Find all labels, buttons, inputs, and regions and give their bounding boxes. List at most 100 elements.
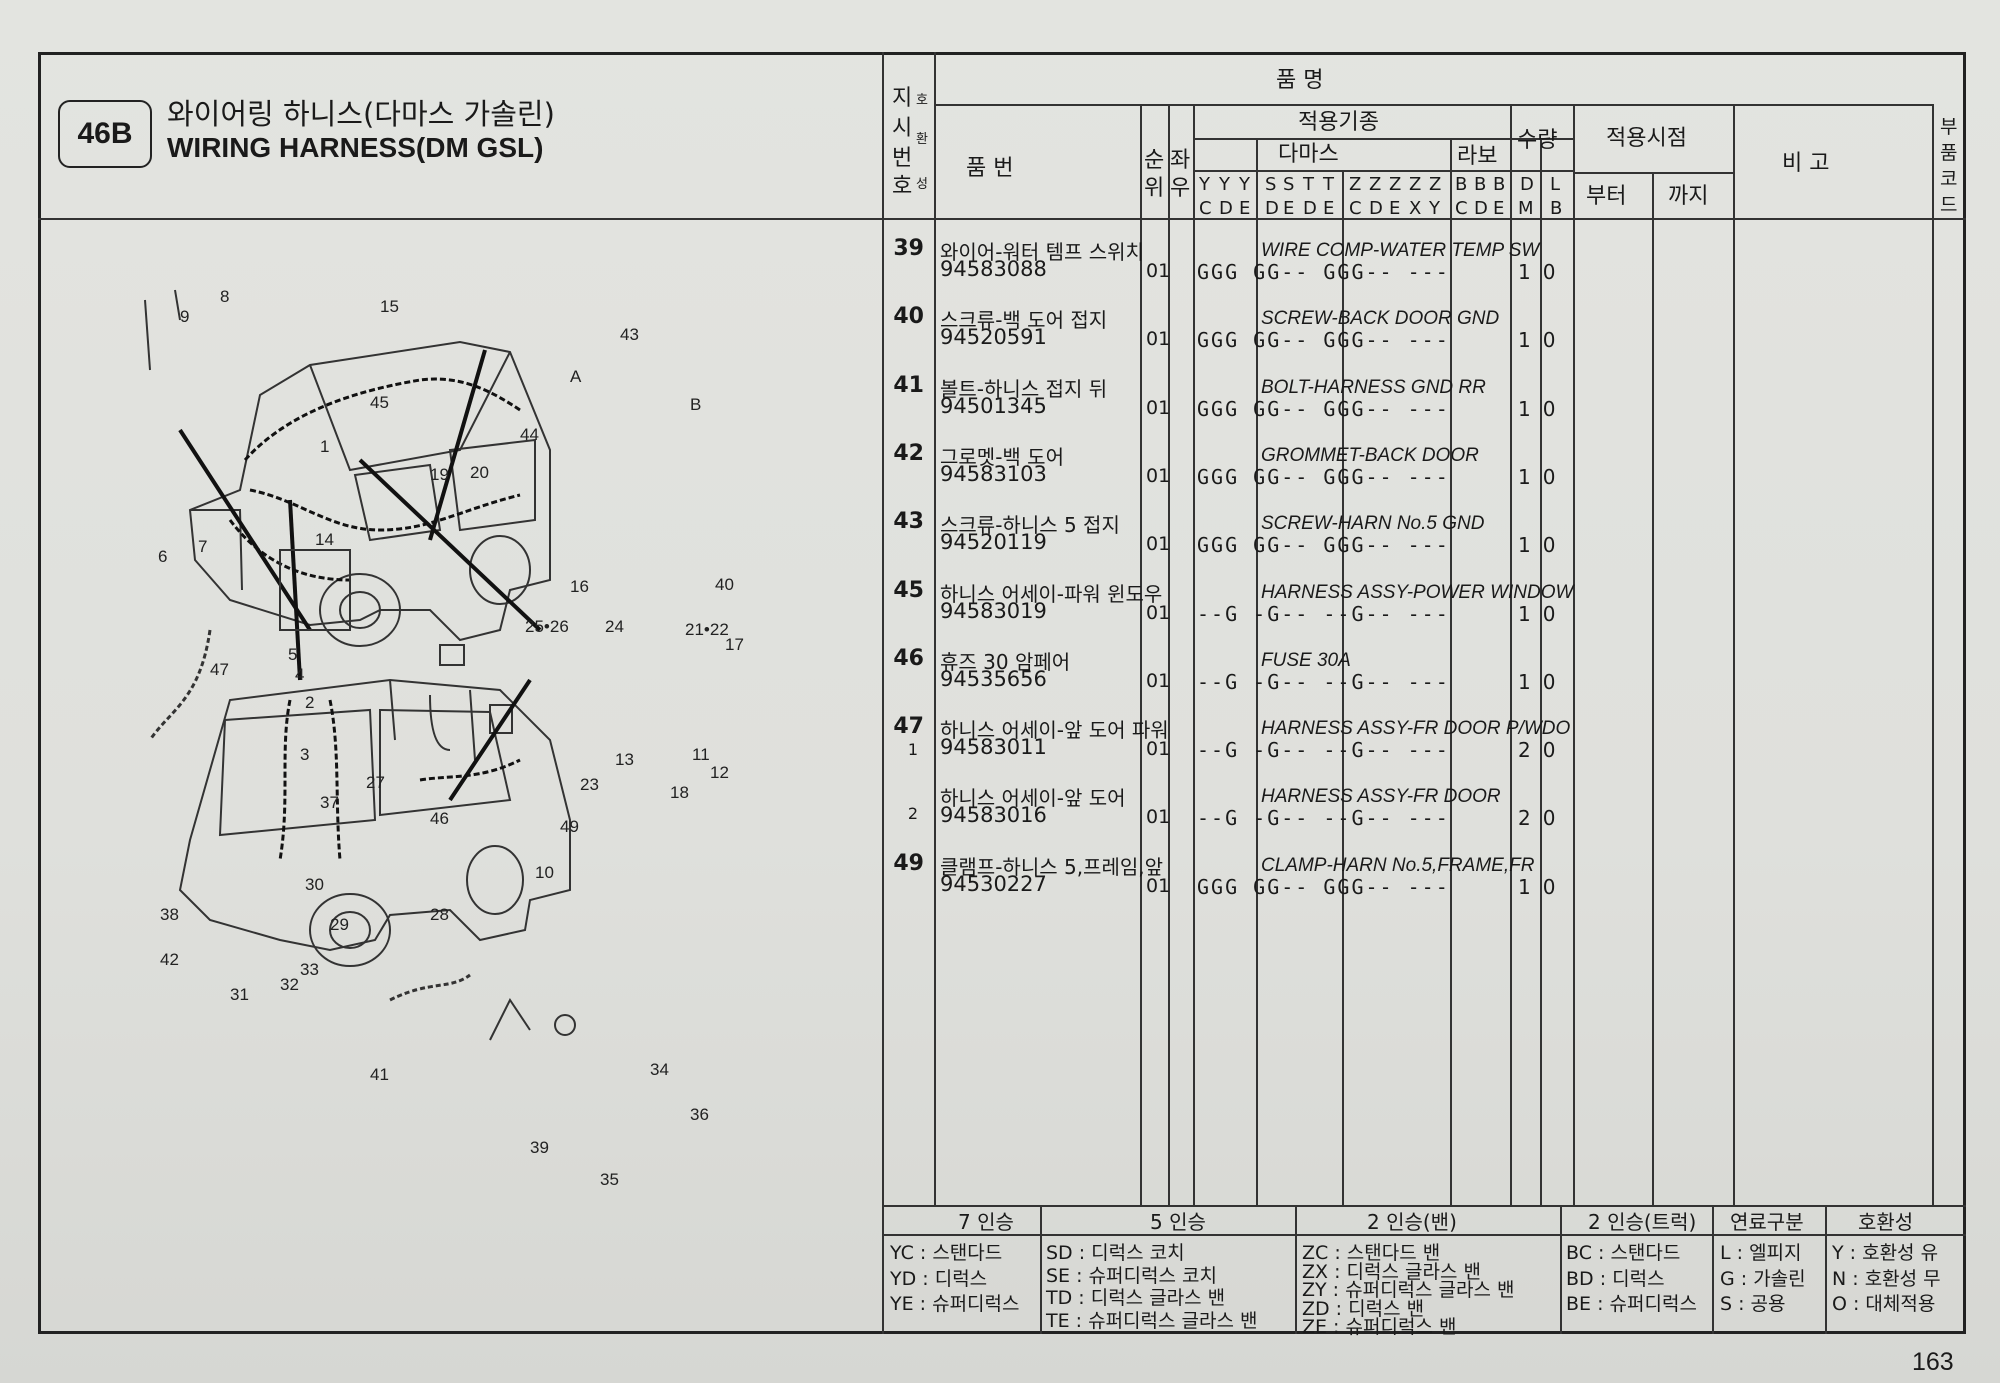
row-models: --G -G-- --G-- --- — [1197, 738, 1450, 763]
damas-code-r2: E — [1283, 198, 1295, 219]
row-sub-no: 1 — [907, 740, 918, 760]
col-rule-partno — [1140, 104, 1142, 1205]
diagram-callout: 14 — [315, 530, 334, 549]
legend-head-two_truck: 2 인승(트럭) — [1588, 1210, 1697, 1234]
header-rule-3 — [1193, 170, 1510, 172]
diagram-callout: 45 — [370, 393, 389, 412]
legend-item: N : 호환성 무 — [1832, 1267, 1941, 1290]
labo-code-r2: D — [1474, 198, 1488, 219]
diagram-callout: 43 — [620, 325, 639, 344]
legend-head-seven: 7 인승 — [958, 1210, 1014, 1234]
hdr-index-1: 지 — [892, 86, 913, 111]
damas-code-r1: Y — [1199, 174, 1210, 195]
diagram-callout: 20 — [470, 463, 489, 482]
labo-code-r1: B — [1455, 174, 1468, 195]
row-qty: 10 — [1518, 396, 1568, 421]
hdr-product-name: 품 명 — [1276, 68, 1324, 93]
diagram-callout: 34 — [650, 1060, 669, 1079]
diagram-callout: 15 — [380, 297, 399, 316]
legend-head-compat: 호환성 — [1858, 1210, 1914, 1234]
row-name-ko: 스크류-하니스 5 접지 — [940, 513, 1120, 538]
row-qty: 10 — [1518, 669, 1568, 694]
row-name-ko: 하니스 어세이-앞 도어 — [940, 786, 1126, 811]
damas-code-r2: D — [1369, 198, 1383, 219]
row-part-no: 94535656 — [940, 666, 1047, 691]
row-name-en: GROMMET-BACK DOOR — [1261, 444, 1479, 466]
row-part-no: 94583088 — [940, 257, 1047, 281]
row-seq: 01 — [1146, 601, 1171, 624]
legend-item: ZX : 디럭스 글라스 밴 — [1302, 1260, 1481, 1283]
col-rule-qty — [1540, 138, 1542, 1205]
diagram-callout: 28 — [430, 905, 449, 924]
damas-code-r1: Z — [1409, 174, 1422, 195]
diagram-callout: 10 — [535, 863, 554, 882]
diagram-callout: 35 — [600, 1170, 619, 1189]
section-title-en: WIRING HARNESS(DM GSL) — [167, 132, 544, 163]
diagram-callout: 2 — [305, 693, 314, 712]
row-part-no: 94520591 — [940, 325, 1047, 350]
row-index-no: 46 — [893, 645, 924, 671]
legend-head-rule — [882, 1234, 1966, 1236]
damas-code-r1: Y — [1219, 174, 1230, 195]
damas-code-r2: E — [1239, 198, 1251, 219]
row-part-no: 94583103 — [940, 461, 1047, 486]
row-seq: 01 — [1146, 738, 1171, 761]
hdr-interchange-3: 성 — [916, 177, 928, 192]
col-rule-from — [1652, 172, 1654, 1205]
row-name-en: HARNESS ASSY-POWER WINDOW — [1261, 581, 1574, 603]
diagram-callout: 7 — [198, 537, 207, 556]
row-seq: 01 — [1146, 669, 1171, 692]
diagram-callout: 18 — [670, 783, 689, 802]
row-qty: 20 — [1518, 806, 1568, 831]
legend-item: S : 공용 — [1720, 1293, 1786, 1315]
hdr-applicable-models: 적용기종 — [1298, 110, 1379, 135]
legend-item: ZY : 슈퍼디럭스 글라스 밴 — [1302, 1279, 1515, 1301]
row-qty: 10 — [1518, 464, 1568, 489]
hdr-index-3: 번 — [892, 146, 913, 171]
diagram-callout: 44 — [520, 425, 539, 444]
diagram-callout: 31 — [230, 985, 249, 1004]
hdr-code-2: 품 — [1940, 142, 1958, 164]
legend-head-fuel: 연료구분 — [1730, 1210, 1804, 1234]
row-name-ko: 와이어-워터 템프 스위치 — [940, 240, 1144, 264]
labo-code-r2: E — [1493, 198, 1505, 219]
damas-code-r2: D — [1219, 198, 1233, 219]
legend-top-rule — [882, 1205, 1966, 1207]
legend-item: YD : 디럭스 — [890, 1267, 988, 1290]
hdr-from: 부터 — [1586, 184, 1627, 209]
hdr-index-2: 시 — [892, 116, 913, 141]
col-rule-main — [882, 52, 884, 1334]
hdr-seq-1: 순 — [1144, 148, 1165, 173]
col-rule-remarks — [1733, 104, 1735, 1205]
row-index-no: 42 — [893, 440, 924, 466]
col-rule-code — [1932, 104, 1934, 1205]
damas-code-r2: C — [1349, 198, 1362, 219]
row-name-en: BOLT-HARNESS GND RR — [1261, 376, 1486, 398]
hdr-qty: 수량 — [1517, 128, 1558, 153]
diagram-callout: 21•22 — [685, 620, 729, 639]
legend-item: ZC : 스탠다드 밴 — [1302, 1242, 1441, 1264]
damas-code-r2: D — [1303, 198, 1317, 219]
hdr-to: 까지 — [1668, 184, 1709, 209]
row-name-en: HARNESS ASSY-FR DOOR — [1261, 786, 1501, 808]
damas-code-r2: E — [1323, 198, 1335, 219]
row-name-en: FUSE 30A — [1261, 649, 1351, 671]
hdr-remarks: 비 고 — [1782, 151, 1830, 176]
qty-code-b: B — [1550, 198, 1563, 219]
row-index-no: 40 — [893, 304, 924, 330]
damas-code-r1: S — [1283, 174, 1295, 195]
hdr-side-2: 우 — [1170, 176, 1191, 201]
legend-item: Y : 호환성 유 — [1832, 1242, 1939, 1264]
header-rule-2 — [1193, 138, 1573, 140]
row-index-no: 45 — [893, 577, 924, 603]
row-seq: 01 — [1146, 806, 1171, 829]
diagram-callout: 33 — [300, 960, 319, 979]
hdr-part-no: 품 번 — [966, 156, 1014, 181]
legend-item: G : 가솔린 — [1720, 1267, 1806, 1290]
row-name-en: CLAMP-HARN No.5,FRAME,FR — [1261, 854, 1535, 876]
row-name-en: SCREW-HARN No.5 GND — [1261, 513, 1485, 535]
row-name-ko: 하니스 어세이-앞 도어 파워 — [940, 718, 1169, 743]
legend-item: TD : 디럭스 글라스 밴 — [1046, 1287, 1226, 1309]
diagram-callout: 41 — [370, 1065, 389, 1084]
